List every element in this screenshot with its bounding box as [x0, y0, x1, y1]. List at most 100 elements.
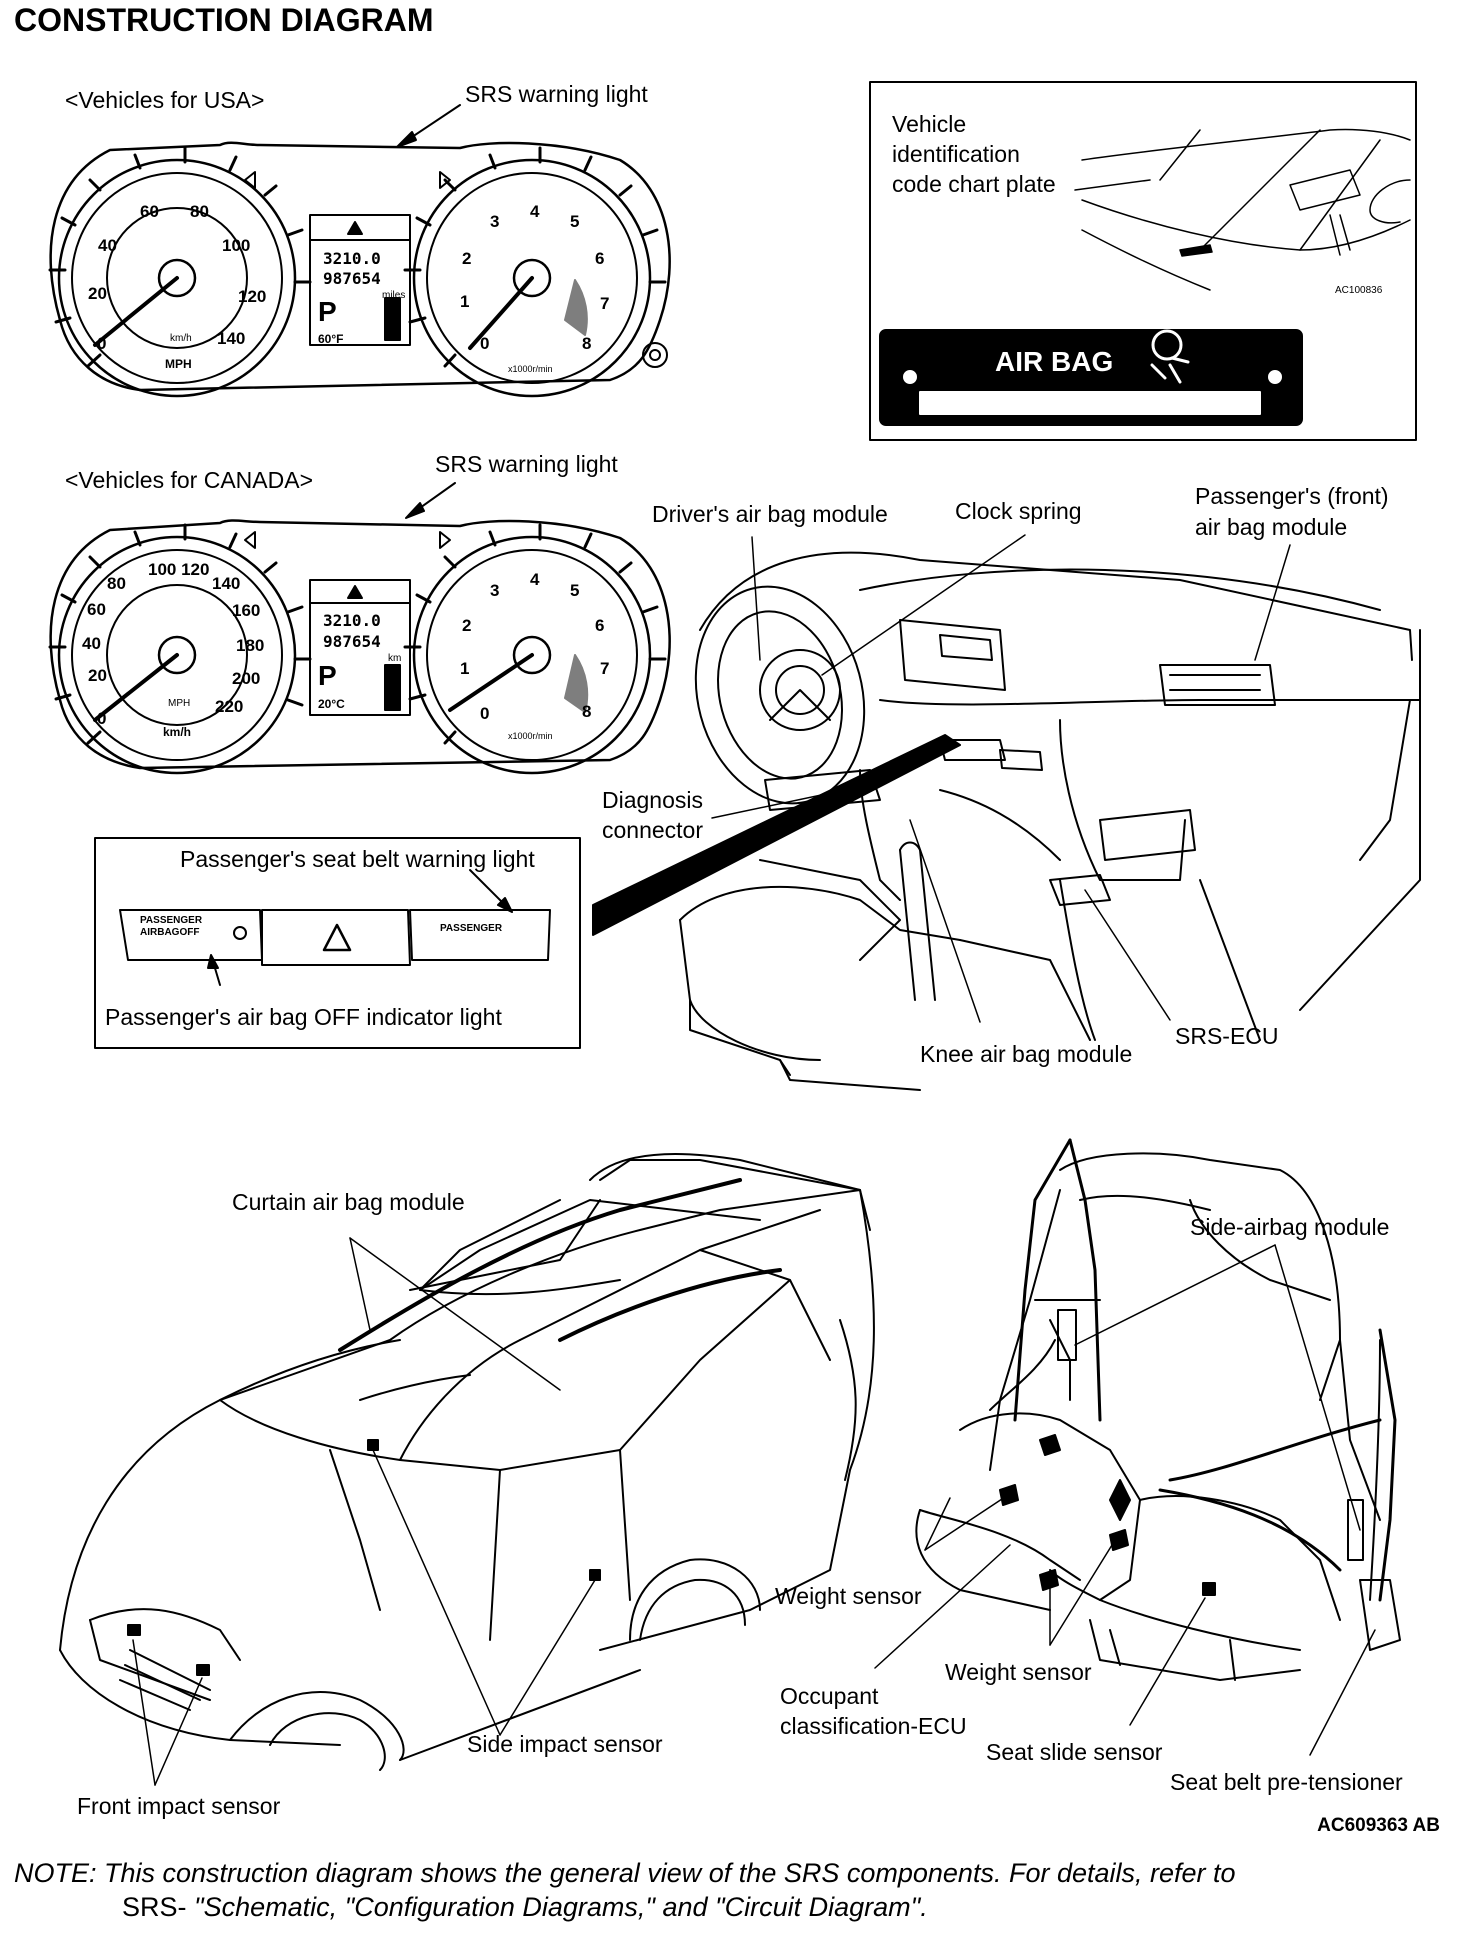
canada-tach-tick: 3 [490, 581, 500, 600]
canada-speed-unit: km/h [163, 725, 192, 739]
usa-speed-tick: 140 [217, 329, 246, 348]
switch-panel-box [94, 837, 581, 1049]
canada-temp: 20°C [318, 697, 345, 711]
usa-instrument-cluster [49, 141, 671, 398]
airbag-plate-text: AIR BAG [995, 346, 1114, 377]
vin-label-line3: code chart plate [892, 171, 1056, 197]
pretensioner-label: Seat belt pre-tensioner [1170, 1769, 1403, 1795]
vin-plate-box [869, 81, 1417, 441]
seatbelt-warning-label: Passenger's seat belt warning light [180, 846, 535, 872]
canada-speed-tick: 180 [236, 636, 265, 655]
occupant-ecu-label-line1: Occupant [780, 1683, 879, 1709]
usa-speed-unit-inner: km/h [170, 333, 192, 344]
dashboard-sketch [1074, 99, 1411, 301]
passenger-airbag-off-switch-line1: PASSENGER [140, 915, 203, 926]
canada-tach-tick: 5 [570, 581, 580, 600]
vin-label-line2: identification [892, 141, 1020, 167]
knee-airbag-label: Knee air bag module [920, 1041, 1133, 1067]
diagnosis-label-line2: connector [602, 817, 704, 843]
canada-speed-tick: 40 [82, 634, 101, 653]
usa-tach-unit: x1000r/min [508, 364, 553, 374]
front-impact-sensor-label: Front impact sensor [77, 1793, 281, 1819]
canada-tach-tick: 0 [480, 704, 490, 723]
side-impact-sensor-label: Side impact sensor [467, 1731, 663, 1757]
usa-tach-tick: 3 [490, 212, 500, 231]
dashboard-interior-sketch [679, 551, 1421, 1091]
usa-temp: 60°F [318, 332, 344, 346]
seat-sketch [915, 1152, 1381, 1681]
canada-trip: 987654 [323, 632, 381, 651]
canada-tach-unit: x1000r/min [508, 731, 553, 741]
canada-speed-tick: 100 120 [148, 560, 210, 579]
usa-tach-tick: 7 [600, 294, 610, 313]
canada-tach-tick: 7 [600, 659, 610, 678]
usa-tach-tick: 4 [530, 202, 540, 221]
canada-speed-tick: 160 [232, 601, 261, 620]
usa-speed-tick: 20 [88, 284, 107, 303]
usa-speed-tick: 100 [222, 236, 251, 255]
usa-gear: P [318, 296, 337, 327]
switch-panel [119, 909, 551, 966]
canada-speed-tick: 0 [97, 709, 107, 728]
usa-odometer: 3210.0 [323, 249, 381, 268]
side-airbag-label: Side-airbag module [1190, 1214, 1390, 1240]
canada-tach-tick: 2 [462, 616, 472, 635]
usa-srs-label: SRS warning light [465, 81, 648, 107]
note-line1: NOTE: This construction diagram shows th… [14, 1858, 1236, 1888]
clock-spring-label: Clock spring [955, 498, 1082, 524]
occupant-ecu-label-line2: classification-ECU [780, 1713, 967, 1739]
passenger-airbag-off-switch-line2: AIRBAGOFF [140, 927, 200, 938]
usa-tach-tick: 5 [570, 212, 580, 231]
canada-speed-tick: 220 [215, 697, 244, 716]
note-references: "Schematic, "Configuration Diagrams," an… [186, 1892, 928, 1922]
usa-speed-tick: 0 [97, 334, 107, 353]
passenger-airbag-label-line1: Passenger's (front) [1195, 483, 1389, 509]
curtain-airbag-label: Curtain air bag module [232, 1189, 465, 1215]
vin-label-line1: Vehicle [892, 111, 967, 137]
canada-speed-tick: 80 [107, 574, 126, 593]
canada-unit: km [388, 653, 402, 664]
driver-airbag-label: Driver's air bag module [652, 501, 888, 527]
usa-speed-unit: MPH [165, 357, 192, 371]
canada-speed-tick: 20 [88, 666, 107, 685]
vin-code: AC100836 [1335, 285, 1383, 296]
usa-tach-tick: 1 [460, 292, 470, 311]
canada-srs-label: SRS warning light [435, 451, 618, 477]
canada-tach-tick: 1 [460, 659, 470, 678]
usa-trip: 987654 [323, 269, 381, 288]
car-sketch [59, 1153, 875, 1771]
usa-tach-tick: 0 [480, 334, 490, 353]
usa-tach-tick: 2 [462, 249, 472, 268]
page-title: CONSTRUCTION DIAGRAM [14, 2, 434, 38]
figure-code: AC609363 AB [1317, 1815, 1440, 1836]
canada-speed-tick: 60 [87, 600, 106, 619]
airbag-icon [1150, 329, 1190, 384]
airbag-off-label: Passenger's air bag OFF indicator light [105, 1004, 502, 1030]
usa-header: <Vehicles for USA> [65, 87, 265, 113]
weight-sensor-label-2: Weight sensor [945, 1659, 1092, 1685]
usa-speed-tick: 120 [238, 287, 267, 306]
usa-speed-tick: 40 [98, 236, 117, 255]
note-line2: SRS- "Schematic, "Configuration Diagrams… [122, 1890, 928, 1924]
usa-tach-tick: 8 [582, 334, 592, 353]
canada-speed-tick: 200 [232, 669, 261, 688]
usa-unit: miles [382, 290, 406, 301]
canada-gear: P [318, 660, 337, 691]
usa-tach-tick: 6 [595, 249, 605, 268]
canada-odometer: 3210.0 [323, 611, 381, 630]
canada-tach-tick: 8 [582, 702, 592, 721]
weight-sensor-label-1: Weight sensor [775, 1583, 922, 1609]
srs-ecu-label: SRS-ECU [1175, 1023, 1279, 1049]
usa-speed-tick: 80 [190, 202, 209, 221]
canada-tach-tick: 4 [530, 570, 540, 589]
diagnosis-label-line1: Diagnosis [602, 787, 703, 813]
canada-speed-tick: 140 [212, 574, 241, 593]
canada-speed-unit-inner: MPH [168, 698, 191, 709]
note-prefix: SRS- [122, 1892, 187, 1922]
passenger-airbag-label-line2: air bag module [1195, 514, 1348, 540]
canada-header: <Vehicles for CANADA> [65, 467, 314, 493]
canada-tach-tick: 6 [595, 616, 605, 635]
seat-slide-sensor-label: Seat slide sensor [986, 1739, 1163, 1765]
usa-speed-tick: 60 [140, 202, 159, 221]
